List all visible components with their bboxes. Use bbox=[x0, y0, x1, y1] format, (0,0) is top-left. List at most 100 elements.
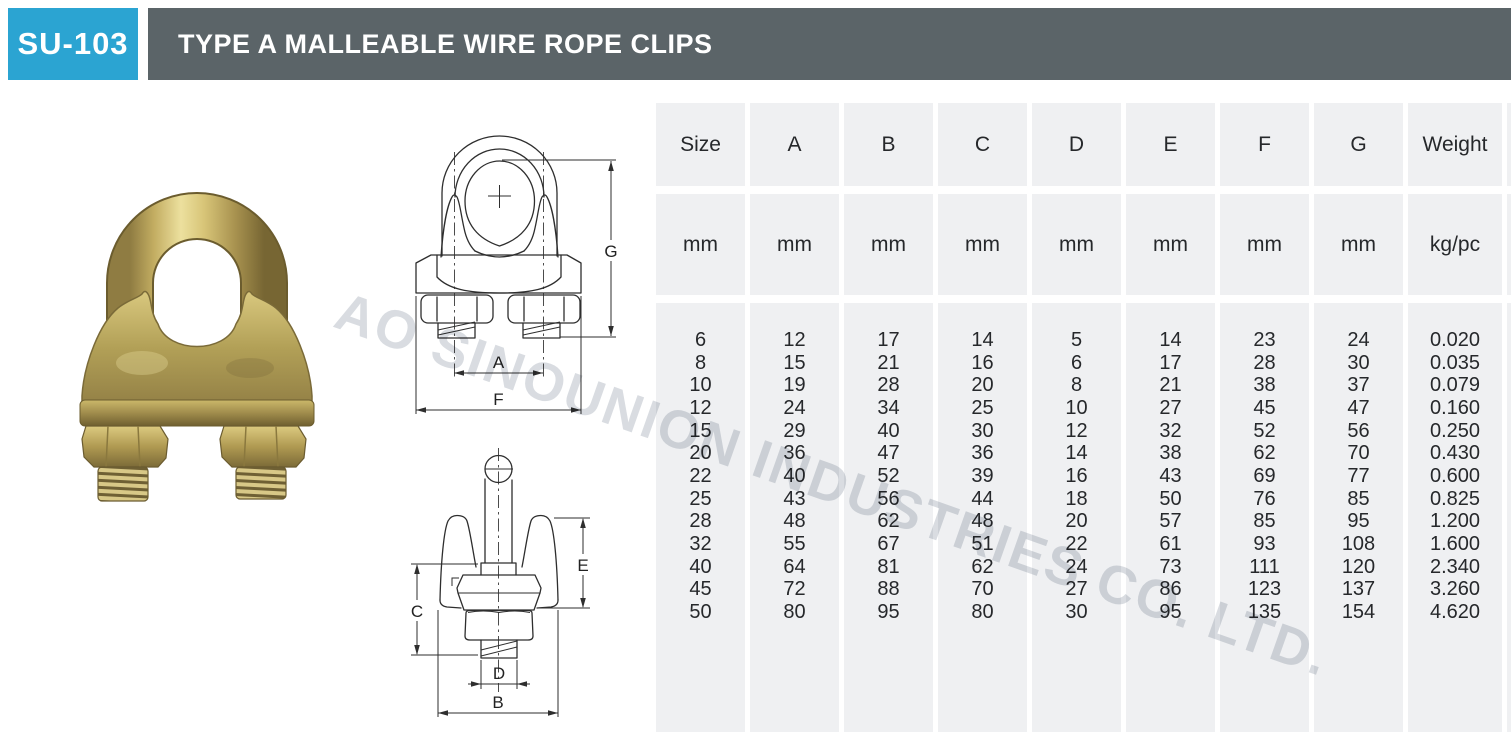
table-value: 154 bbox=[1341, 600, 1376, 623]
table-value: 85 bbox=[1347, 487, 1370, 510]
table-value: 95 bbox=[1159, 600, 1182, 623]
table-value: 62 bbox=[1253, 442, 1276, 465]
table-value: 108 bbox=[1341, 532, 1376, 555]
table-value: 22 bbox=[689, 464, 712, 487]
table-value: 0.600 bbox=[1429, 464, 1481, 487]
table-value: 52 bbox=[1253, 419, 1276, 442]
table-value: 47 bbox=[1347, 396, 1370, 419]
table-value: 21 bbox=[877, 351, 900, 374]
table-value: 38 bbox=[1159, 442, 1182, 465]
column-unit-g: mm bbox=[1314, 194, 1403, 295]
table-value: 0.430 bbox=[1429, 442, 1481, 465]
table-value: 0.250 bbox=[1429, 419, 1481, 442]
table-value: 21 bbox=[1159, 374, 1182, 397]
table-value: 15 bbox=[689, 419, 712, 442]
table-value: 5 bbox=[1070, 329, 1083, 351]
table-value: 48 bbox=[971, 510, 994, 533]
table-value: 29 bbox=[783, 419, 806, 442]
table-value: 62 bbox=[971, 555, 994, 578]
table-value: 88 bbox=[877, 578, 900, 601]
table-value: 73 bbox=[1159, 555, 1182, 578]
table-value: 25 bbox=[689, 487, 712, 510]
table-value: 38 bbox=[1253, 374, 1276, 397]
table-value: 8 bbox=[694, 351, 707, 374]
table-value: 43 bbox=[1159, 464, 1182, 487]
table-value: 2.340 bbox=[1429, 555, 1481, 578]
column-header-b: B bbox=[844, 103, 933, 186]
table-value: 67 bbox=[877, 532, 900, 555]
clip-body-photo bbox=[79, 290, 315, 427]
table-value: 12 bbox=[1065, 419, 1088, 442]
dim-label-g: G bbox=[604, 242, 617, 261]
table-value: 24 bbox=[1347, 329, 1370, 351]
table-value: 18 bbox=[1065, 487, 1088, 510]
table-value: 135 bbox=[1247, 600, 1282, 623]
page-title: TYPE A MALLEABLE WIRE ROPE CLIPS bbox=[178, 28, 713, 59]
table-value: 3.260 bbox=[1429, 578, 1481, 601]
table-value: 24 bbox=[783, 396, 806, 419]
title-bar: TYPE A MALLEABLE WIRE ROPE CLIPS bbox=[148, 8, 1511, 80]
table-value: 80 bbox=[783, 600, 806, 623]
dim-label-e: E bbox=[577, 556, 588, 575]
table-value: 6 bbox=[694, 329, 707, 351]
table-value: 39 bbox=[971, 464, 994, 487]
table-value: 0.079 bbox=[1429, 374, 1481, 397]
table-value: 45 bbox=[1253, 396, 1276, 419]
table-value: 50 bbox=[689, 600, 712, 623]
column-unit-a: mm bbox=[750, 194, 839, 295]
table-value: 55 bbox=[783, 532, 806, 555]
table-value: 17 bbox=[1159, 351, 1182, 374]
table-value: 27 bbox=[1159, 396, 1182, 419]
front-view-dimensions: G A F bbox=[415, 159, 621, 414]
table-value: 57 bbox=[1159, 510, 1182, 533]
table-value: 10 bbox=[1065, 396, 1088, 419]
column-unit-d: mm bbox=[1032, 194, 1121, 295]
table-value: 6 bbox=[1070, 351, 1083, 374]
table-value: 64 bbox=[783, 555, 806, 578]
table-value: 76 bbox=[1253, 487, 1276, 510]
table-value: 14 bbox=[971, 329, 994, 351]
table-value: 61 bbox=[1159, 532, 1182, 555]
table-value: 137 bbox=[1341, 578, 1376, 601]
table-value: 34 bbox=[877, 396, 900, 419]
table-value: 25 bbox=[971, 396, 994, 419]
table-value: 85 bbox=[1253, 510, 1276, 533]
table-value: 14 bbox=[1065, 442, 1088, 465]
table-value: 40 bbox=[877, 419, 900, 442]
table-value: 70 bbox=[1347, 442, 1370, 465]
table-value: 77 bbox=[1347, 464, 1370, 487]
side-view-dimensions: E C D B bbox=[408, 517, 592, 717]
threaded-studs-photo bbox=[97, 466, 287, 502]
table-value: 86 bbox=[1159, 578, 1182, 601]
table-edge-sliver bbox=[1507, 103, 1511, 732]
table-value: 0.035 bbox=[1429, 351, 1481, 374]
table-value: 56 bbox=[1347, 419, 1370, 442]
table-value: 17 bbox=[877, 329, 900, 351]
table-value: 52 bbox=[877, 464, 900, 487]
table-value: 62 bbox=[877, 510, 900, 533]
dim-label-a: A bbox=[493, 353, 505, 372]
table-value: 70 bbox=[971, 578, 994, 601]
column-unit-c: mm bbox=[938, 194, 1027, 295]
table-value: 23 bbox=[1253, 329, 1276, 351]
table-value: 0.160 bbox=[1429, 396, 1481, 419]
column-header-g: G bbox=[1314, 103, 1403, 186]
dim-label-c: C bbox=[411, 602, 423, 621]
table-value: 22 bbox=[1065, 532, 1088, 555]
table-value: 69 bbox=[1253, 464, 1276, 487]
table-value: 95 bbox=[877, 600, 900, 623]
column-unit-size: mm bbox=[656, 194, 745, 295]
table-value: 24 bbox=[1065, 555, 1088, 578]
table-value: 30 bbox=[971, 419, 994, 442]
table-value: 12 bbox=[783, 329, 806, 351]
table-value: 14 bbox=[1159, 329, 1182, 351]
table-value: 81 bbox=[877, 555, 900, 578]
hex-nuts-photo bbox=[81, 425, 307, 468]
